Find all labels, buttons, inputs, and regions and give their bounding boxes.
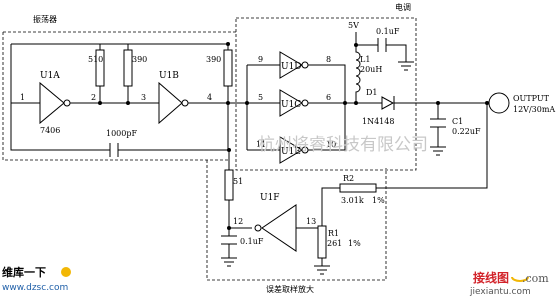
feedback-loop-left [10,44,110,151]
jiexiantu-swoosh-icon [511,276,529,282]
d1-value-label: 1N4148 [362,117,394,126]
r510-label: 510 [88,55,103,64]
u1a-inverter [39,81,65,125]
d1-diode [381,96,395,110]
oscillator-block-label: 振荡器 [33,14,57,24]
ground-icon [314,265,330,275]
r1-value-label: 261 [327,239,342,248]
u1d-label: U1D [281,62,302,72]
r1-tolerance-label: 1% [348,239,361,248]
l1-name-label: L1 [360,55,370,64]
u1b-inverter [158,81,183,125]
supply-label: 5V [348,21,359,30]
output-line [340,102,488,189]
jiexiantu-dotcom: .com [522,272,549,285]
dzsc-mascot-icon [61,267,71,277]
u1d-bubble [301,61,309,69]
driver-input-bus [246,64,280,151]
junction-dot [245,101,249,105]
oscillator-block-outline [2,31,236,161]
dzsc-brand: 维库一下 [2,265,46,279]
modulator-block-label: 电调 [395,2,411,12]
c1-name-label: C1 [452,117,463,126]
pin-6: 6 [326,93,331,102]
output-rating: 12V/30mA [513,105,555,114]
junction-dot [354,101,358,105]
pin-4: 4 [207,93,212,102]
u1f-label: U1F [260,193,280,203]
r390b-resistor [223,49,233,87]
r2-tolerance-label: 1% [372,196,385,205]
u1c-label: U1C [281,100,301,110]
u1f-inverter [261,204,297,252]
junction-dot [226,101,230,105]
ground-icon [430,146,446,156]
dzsc-logo: 维库一下 www.dzsc.com [2,265,71,293]
jiexiantu-logo: 接线图 .com jiexiantu.com [469,270,549,297]
ground-icon [398,61,414,71]
r1-name-label: R1 [328,229,339,238]
u1a-label: U1A [40,71,60,81]
l1-value-label: 20uH [360,65,382,74]
junction-dot [226,42,230,46]
r2-resistor [339,183,377,193]
pin-2: 2 [91,93,96,102]
junction-dot [98,101,102,105]
r2-name-label: R2 [343,174,354,183]
junction-dot [227,148,231,152]
junction-dot [126,101,130,105]
u1b-bubble [181,99,189,107]
u1c-bubble [301,99,309,107]
r1-resistor [317,225,327,259]
r390a-label: 390 [132,55,147,64]
dzsc-url: www.dzsc.com [2,283,68,293]
pin-3: 3 [141,93,146,102]
modulator-block-outline [235,17,417,171]
r51-label: 51 [233,177,243,186]
u1d-buffer [279,51,303,79]
pin-1: 1 [20,93,25,102]
r51-resistor [224,169,234,201]
r2-leads [321,187,340,228]
output-terminal [488,92,510,114]
pin-5: 5 [258,93,263,102]
c1000-label: 1000pF [106,129,137,138]
pin-8: 8 [326,55,331,64]
ground-icon [221,257,237,267]
u1c-buffer [279,89,303,117]
pin-9: 9 [258,55,263,64]
r2-value-label: 3.01k [341,196,364,205]
watermark-text: 杭州将睿科技有限公司 [258,135,428,155]
d1-name-label: D1 [366,88,378,97]
u1e-buffer [279,136,303,164]
junction-dot [343,101,347,105]
u1e-label: U1E [281,147,301,157]
l1-inductor [355,45,361,103]
output-label: OUTPUT [513,94,550,103]
jiexiantu-brand: 接线图 [473,270,509,285]
pin-11: 11 [256,140,266,149]
pin-13: 13 [306,217,316,226]
r390a-resistor [123,49,133,87]
error-amp-block-label: 误差取样放大 [266,284,314,294]
pin-12: 12 [233,217,243,226]
c-bot-label: 0.1uF [240,237,264,246]
jiexiantu-url: jiexiantu.com [469,287,531,297]
c1-value-label: 0.22uF [452,127,481,136]
pin-10: 10 [326,140,336,149]
r390b-label: 390 [206,55,221,64]
u1f-bubble [254,224,262,232]
u1b-label: U1B [159,71,179,81]
junction-dot [485,101,489,105]
r510-resistor [95,49,105,87]
u1a-bubble [63,99,71,107]
c-top-label: 0.1uF [376,27,400,36]
error-amp-block-outline [206,160,387,281]
u1a-part-label: 7406 [40,126,60,135]
